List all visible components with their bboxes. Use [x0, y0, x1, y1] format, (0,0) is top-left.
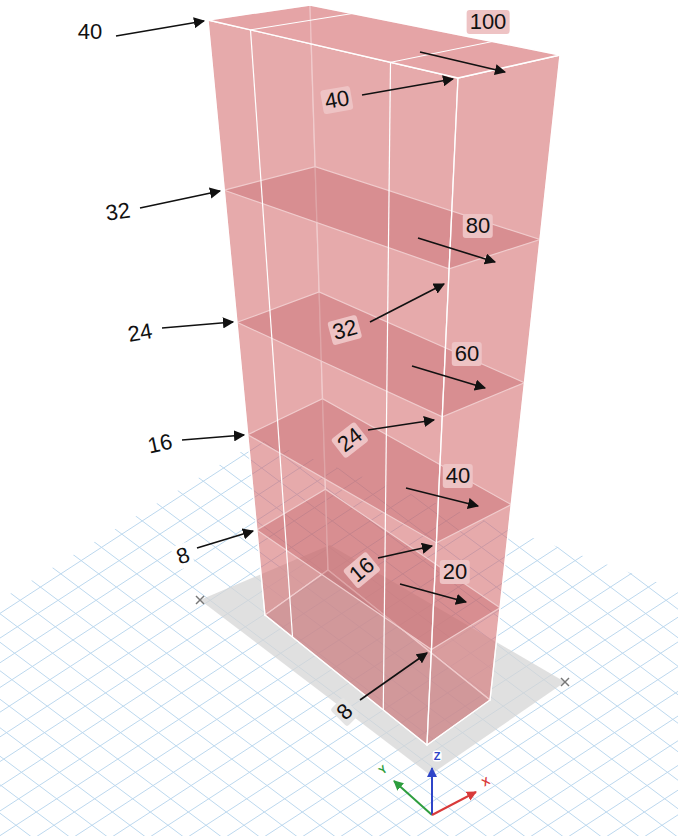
load-arrow — [378, 546, 432, 558]
load-arrow — [400, 584, 466, 602]
axis-letter: Y — [376, 763, 390, 777]
load-value: 16 — [343, 551, 382, 589]
load-arrow — [370, 284, 444, 322]
load-value: 80 — [463, 214, 493, 238]
load-arrow — [406, 488, 478, 506]
load-value: 60 — [452, 342, 482, 366]
load-value: 8 — [170, 542, 195, 571]
load-arrow — [162, 322, 233, 328]
load-arrow — [140, 191, 220, 208]
load-arrows — [116, 21, 505, 700]
load-value: 40 — [320, 86, 354, 115]
load-value: 40 — [443, 464, 473, 488]
column-line — [383, 62, 390, 710]
roof-line — [251, 14, 353, 30]
grid-line — [0, 115, 241, 836]
load-value: 32 — [327, 314, 363, 345]
load-arrow — [116, 21, 204, 36]
grid-line — [0, 115, 203, 836]
column-line — [251, 30, 293, 637]
load-arrow — [420, 52, 505, 72]
load-arrow — [368, 420, 434, 430]
load-value: 24 — [331, 421, 370, 459]
axis-letter: Z — [433, 751, 442, 762]
axis-letter: X — [479, 775, 493, 789]
building-model — [208, 5, 560, 745]
load-value: 100 — [467, 10, 510, 34]
load-value: 24 — [123, 319, 157, 348]
load-value: 8 — [330, 697, 360, 727]
grid-line — [0, 185, 203, 836]
roof-slab — [208, 5, 560, 78]
load-arrow — [362, 79, 453, 95]
load-arrow — [197, 531, 253, 548]
wall-face — [427, 55, 560, 745]
load-value: 20 — [440, 560, 470, 584]
load-value: 32 — [101, 198, 135, 226]
roof-line — [391, 42, 493, 63]
load-arrow — [418, 238, 495, 262]
load-value: 16 — [143, 429, 178, 459]
load-value: 40 — [75, 20, 105, 44]
load-arrow — [360, 653, 427, 700]
wall-face — [208, 20, 458, 745]
load-arrow — [182, 435, 244, 440]
axis-triad — [394, 768, 476, 815]
load-arrow — [412, 366, 485, 388]
